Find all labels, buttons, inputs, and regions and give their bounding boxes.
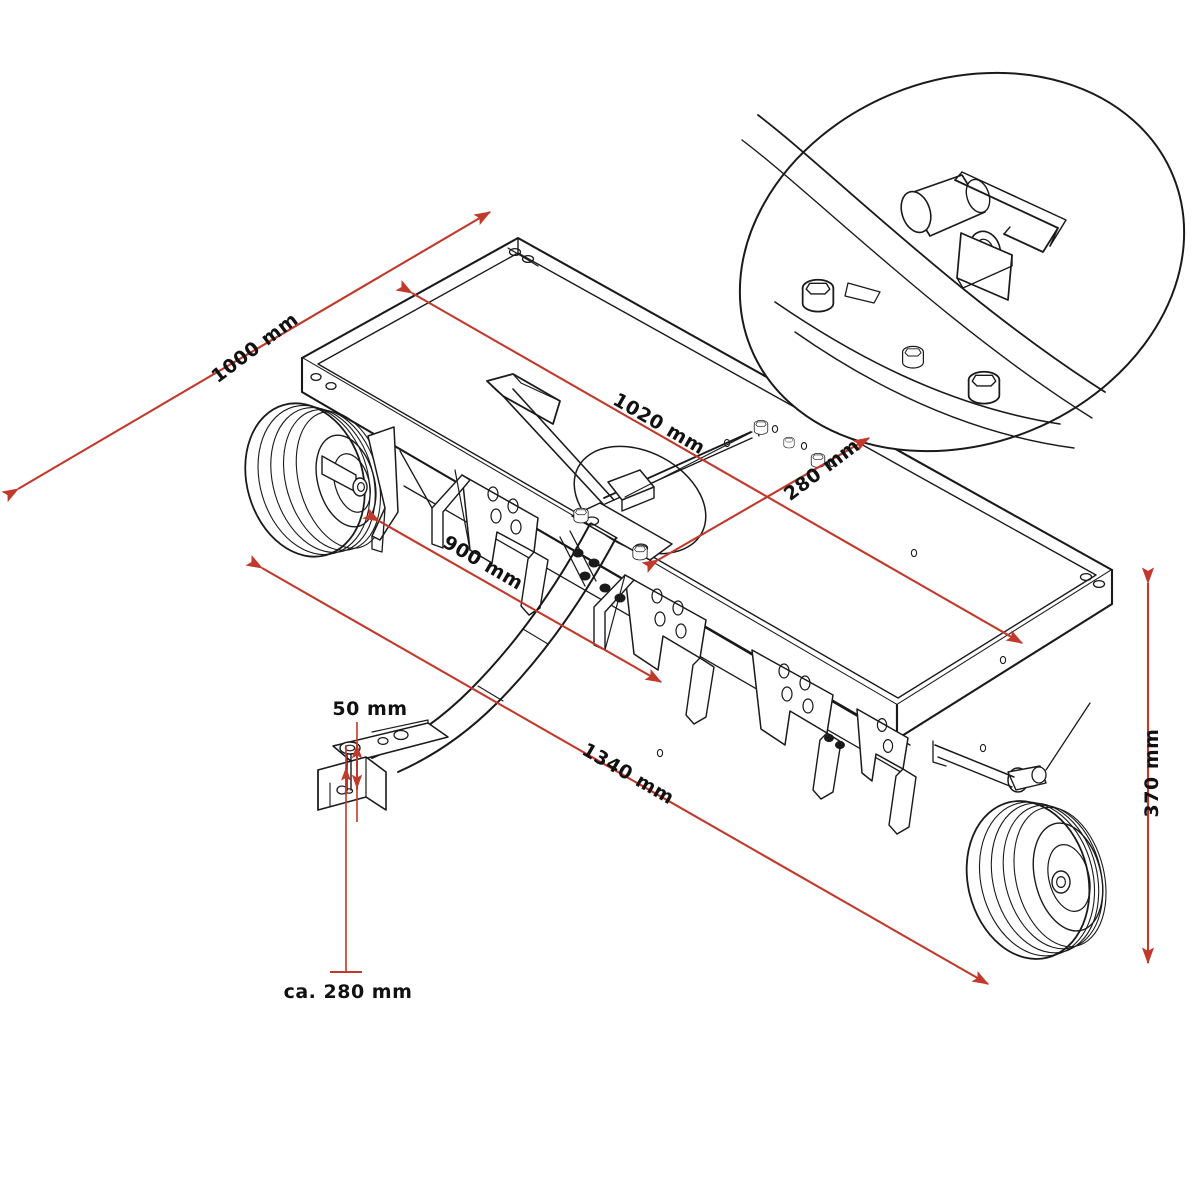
- dimension-lines: [1, 211, 1155, 985]
- right-wheel: [932, 702, 1107, 960]
- dimension-line-1340mm: [245, 554, 990, 985]
- hex-nut-icon: [901, 345, 925, 369]
- dimension-line-ca280mm: [330, 784, 362, 973]
- right-wheel-hub: [932, 702, 1091, 793]
- hex-nut-icon: [967, 370, 1001, 405]
- corner-bolt-group-right: [1079, 572, 1106, 589]
- dimension-line-1000mm: [1, 211, 492, 503]
- hex-nut-icon: [801, 278, 835, 313]
- dimension-label-50mm: 50 mm: [332, 698, 408, 720]
- corner-bolt-group-back: [507, 247, 539, 267]
- dimension-line-280mm: [641, 437, 871, 574]
- dimension-label-370mm: 370 mm: [1141, 728, 1163, 818]
- dimension-label-ca280mm: ca. 280 mm: [283, 981, 413, 1003]
- hitch-bracket: [317, 719, 449, 811]
